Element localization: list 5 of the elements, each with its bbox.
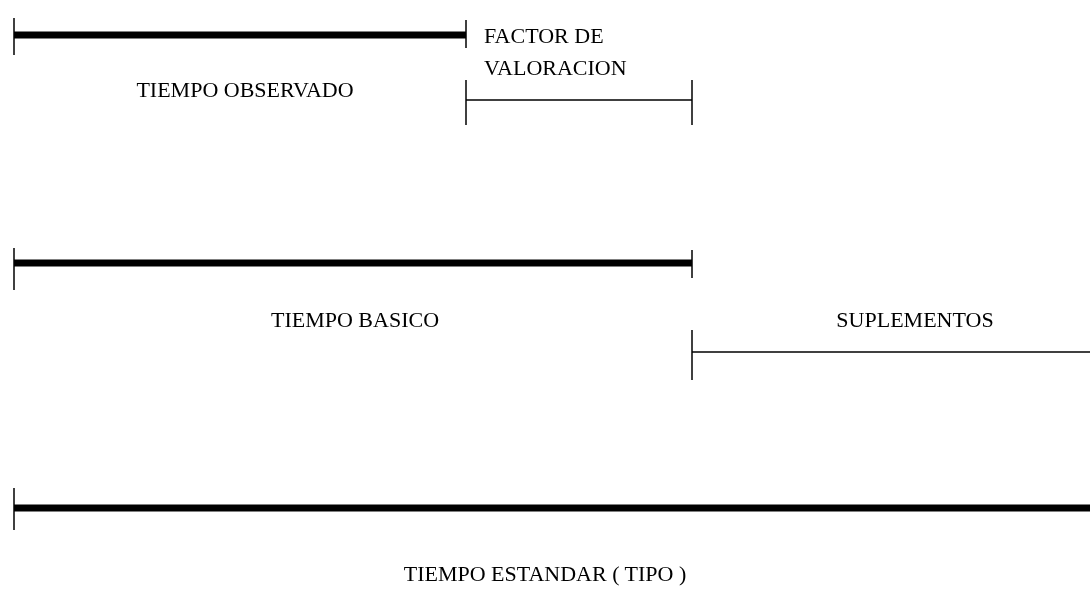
time-label: FACTOR DE VALORACION [484,22,628,82]
time-label: TIEMPO OBSERVADO [135,76,355,104]
time-label: SUPLEMENTOS [835,306,995,334]
time-label: TIEMPO BASICO [269,306,441,334]
time-label: TIEMPO ESTANDAR ( TIPO ) [402,560,688,588]
